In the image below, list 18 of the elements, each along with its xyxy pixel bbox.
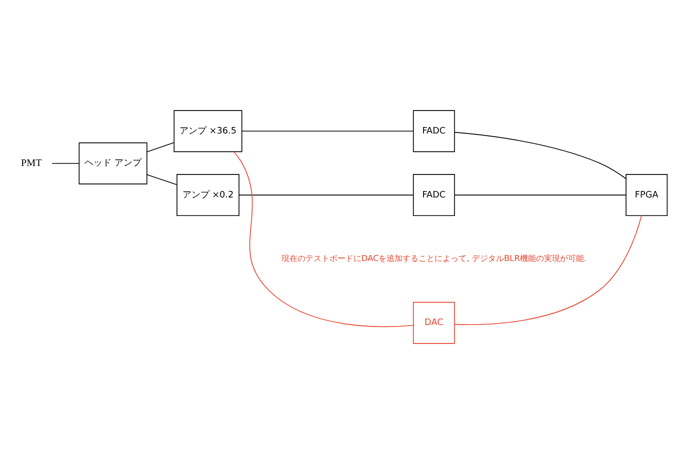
connector bbox=[242, 130, 414, 132]
connector bbox=[454, 194, 626, 195]
label: 現在のテストボードにDACを追加することによって, デジタルBLR機能の実現が可能. bbox=[281, 252, 587, 263]
connector bbox=[238, 194, 414, 195]
node-box: FADC bbox=[412, 110, 455, 152]
node-box: アンプ ×0.2 bbox=[176, 174, 240, 216]
node-box: FPGA bbox=[626, 174, 668, 216]
connector bbox=[454, 214, 642, 324]
connector bbox=[454, 131, 626, 179]
node-box: ヘッド アンプ bbox=[78, 142, 148, 184]
node-box: DAC bbox=[412, 301, 455, 344]
connector bbox=[233, 150, 414, 327]
node-box: FADC bbox=[412, 174, 455, 216]
node-box: アンプ ×36.5 bbox=[174, 110, 242, 152]
node-text: PMT bbox=[20, 157, 42, 168]
connector bbox=[146, 142, 174, 152]
connector bbox=[52, 162, 80, 164]
connector bbox=[146, 174, 178, 185]
